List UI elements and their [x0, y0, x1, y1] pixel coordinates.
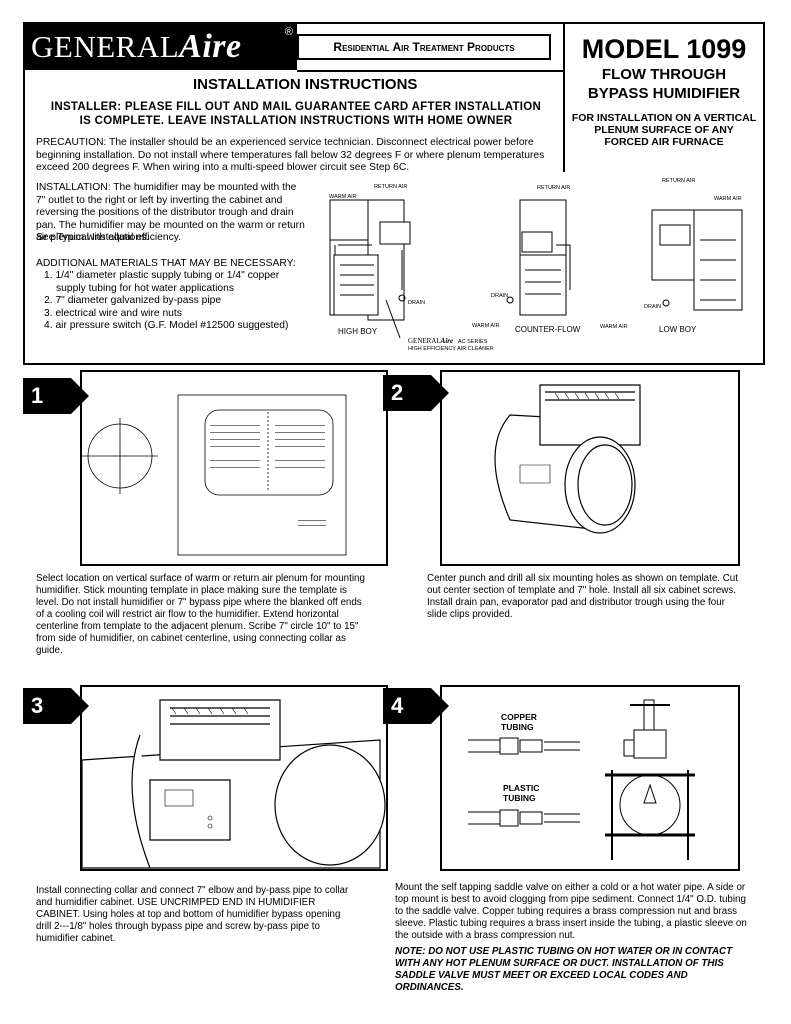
- label-high-boy: HIGH BOY: [338, 327, 378, 336]
- label-warm-air: WARM AIR: [329, 194, 357, 200]
- material-item: 4. air pressure switch (G.F. Model #1250…: [44, 320, 289, 331]
- header-frame: [23, 22, 765, 365]
- label-drain-3: DRAIN: [644, 304, 661, 310]
- product-line: Residential Air Treatment Products: [297, 34, 551, 60]
- step-4-panel: [440, 685, 740, 871]
- label-warm-air-3: WARM AIR: [714, 196, 742, 202]
- cleaner-brand: GENERALAire: [408, 337, 453, 345]
- registered-mark: ®: [284, 26, 293, 38]
- label-ac-series: AC SERIES: [458, 339, 488, 345]
- step-2-text: Center punch and drill all six mounting …: [427, 573, 738, 620]
- subtitle-2: BYPASS HUMIDIFIER: [587, 85, 741, 102]
- install-note-3: FORCED AIR FURNACE: [604, 136, 724, 148]
- see-typical-text: See Typical Installations.: [36, 232, 150, 243]
- subtitle-1: FLOW THROUGH: [601, 66, 727, 83]
- material-item: 1. 1/4" diameter plastic supply tubing o…: [44, 270, 280, 281]
- step-3-text: Install connecting collar and connect 7"…: [36, 885, 349, 944]
- label-counter-flow: COUNTER-FLOW: [515, 325, 581, 334]
- step-3-number: 3: [23, 688, 89, 724]
- label-copper-tubing: TUBING: [501, 722, 534, 732]
- label-return-air: RETURN AIR: [374, 184, 407, 190]
- installer-notice: INSTALLER: PLEASE FILL OUT AND MAIL GUAR…: [50, 101, 542, 127]
- model-title: MODEL 1099: [581, 34, 747, 64]
- material-item: 2. 7" diameter galvanized by-pass pipe: [44, 295, 222, 306]
- materials-title: ADDITIONAL MATERIALS THAT MAY BE NECESSA…: [36, 258, 296, 269]
- label-warm-air-2: WARM AIR: [472, 323, 500, 329]
- materials-list: 1. 1/4" diameter plastic supply tubing o…: [44, 270, 288, 333]
- step-4-number: 4: [383, 688, 449, 724]
- brand-logo: GENERALAire ®: [23, 22, 297, 70]
- label-plastic-tubing: TUBING: [503, 793, 536, 803]
- label-copper: COPPER: [501, 712, 537, 722]
- label-plastic: PLASTIC: [503, 783, 539, 793]
- step-1-number: 1: [23, 378, 89, 414]
- install-note-1: FOR INSTALLATION ON A VERTICAL: [571, 112, 757, 124]
- label-cleaner: HIGH EFFICIENCY AIR CLEANER: [408, 346, 494, 352]
- header-divider: [563, 22, 565, 172]
- label-return-air-3: RETURN AIR: [662, 178, 695, 184]
- step-4-text: Mount the self tapping saddle valve on e…: [395, 882, 747, 941]
- label-warm-air-4: WARM AIR: [600, 324, 628, 330]
- header-divider-h: [297, 70, 565, 72]
- label-drain: DRAIN: [408, 300, 425, 306]
- label-low-boy: LOW BOY: [659, 325, 697, 334]
- label-drain-2: DRAIN: [491, 293, 508, 299]
- step-2-number: 2: [383, 375, 449, 411]
- installation-text: INSTALLATION: The humidifier may be moun…: [36, 182, 305, 243]
- material-item: 3. electrical wire and wire nuts: [44, 307, 182, 319]
- instructions-title: INSTALLATION INSTRUCTIONS: [193, 76, 418, 93]
- precaution-text: PRECAUTION: The installer should be an e…: [36, 137, 545, 173]
- material-item: supply tubing for hot water applications: [56, 282, 235, 294]
- label-return-air-2: RETURN AIR: [537, 185, 570, 191]
- step-4-note: NOTE: DO NOT USE PLASTIC TUBING ON HOT W…: [395, 946, 733, 993]
- brand-name: GENERALAire: [31, 28, 242, 65]
- step-1-text: Select location on vertical surface of w…: [36, 573, 365, 656]
- install-note-2: PLENUM SURFACE OF ANY: [594, 124, 734, 136]
